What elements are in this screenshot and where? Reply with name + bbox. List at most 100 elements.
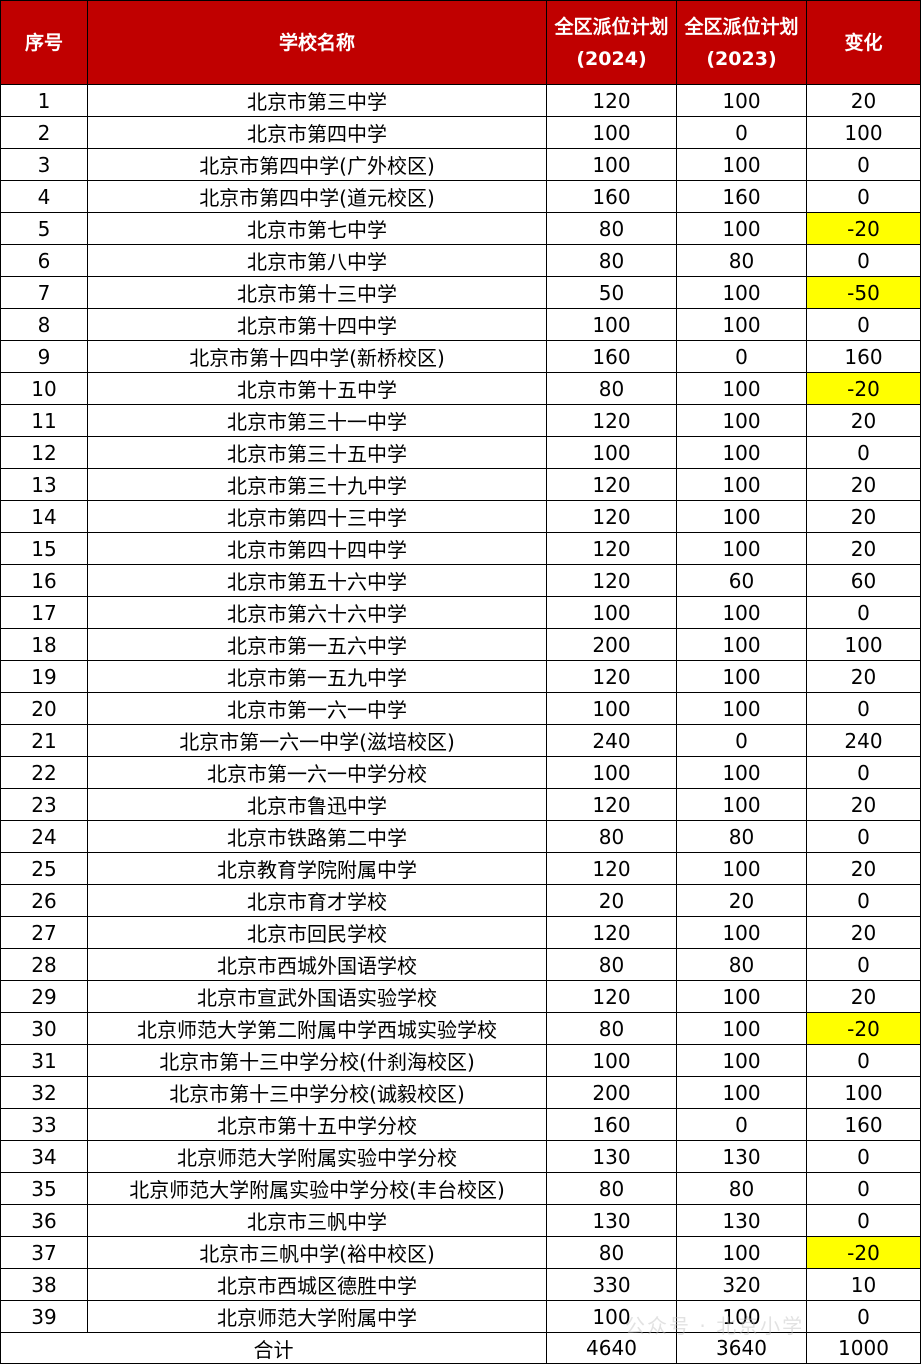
total-2024: 4640 (546, 1332, 677, 1364)
row-index: 14 (0, 500, 88, 533)
row-plan-2024: 120 (546, 500, 677, 533)
row-index: 30 (0, 1012, 88, 1045)
row-plan-2024: 120 (546, 660, 677, 693)
row-school-name: 北京市第三十一中学 (87, 404, 547, 437)
row-change: 0 (806, 1300, 921, 1333)
row-plan-2023: 100 (676, 532, 807, 565)
row-plan-2024: 200 (546, 1076, 677, 1109)
row-plan-2024: 80 (546, 948, 677, 981)
row-index: 5 (0, 212, 88, 245)
row-plan-2023: 80 (676, 244, 807, 277)
row-index: 27 (0, 916, 88, 949)
row-index: 22 (0, 756, 88, 789)
row-plan-2024: 80 (546, 372, 677, 405)
row-change: 0 (806, 596, 921, 629)
row-school-name: 北京市宣武外国语实验学校 (87, 980, 547, 1013)
row-index: 6 (0, 244, 88, 277)
row-change: 10 (806, 1268, 921, 1301)
row-change: 0 (806, 308, 921, 341)
row-index: 20 (0, 692, 88, 725)
row-change: 0 (806, 1172, 921, 1205)
row-change: 240 (806, 724, 921, 757)
row-school-name: 北京市三帆中学(裕中校区) (87, 1236, 547, 1269)
row-change: -20 (806, 1012, 921, 1045)
row-change: -20 (806, 212, 921, 245)
row-index: 12 (0, 436, 88, 469)
row-plan-2023: 320 (676, 1268, 807, 1301)
row-plan-2023: 80 (676, 948, 807, 981)
row-plan-2024: 120 (546, 788, 677, 821)
row-plan-2024: 120 (546, 564, 677, 597)
row-index: 18 (0, 628, 88, 661)
header-change: 变化 (806, 0, 921, 85)
header-school-name: 学校名称 (87, 0, 547, 85)
row-plan-2023: 100 (676, 852, 807, 885)
row-school-name: 北京师范大学附属实验中学分校 (87, 1140, 547, 1173)
row-change: 100 (806, 116, 921, 149)
row-plan-2023: 100 (676, 916, 807, 949)
row-change: 0 (806, 820, 921, 853)
row-change: 0 (806, 884, 921, 917)
row-plan-2023: 100 (676, 756, 807, 789)
row-plan-2023: 100 (676, 372, 807, 405)
row-index: 10 (0, 372, 88, 405)
row-change: 20 (806, 500, 921, 533)
row-index: 26 (0, 884, 88, 917)
row-change: 0 (806, 756, 921, 789)
row-plan-2024: 80 (546, 1236, 677, 1269)
row-index: 25 (0, 852, 88, 885)
row-index: 4 (0, 180, 88, 213)
row-school-name: 北京市铁路第二中学 (87, 820, 547, 853)
row-index: 1 (0, 84, 88, 117)
row-plan-2024: 80 (546, 1172, 677, 1205)
row-plan-2023: 100 (676, 276, 807, 309)
row-index: 31 (0, 1044, 88, 1077)
row-change: 20 (806, 404, 921, 437)
row-change: 20 (806, 980, 921, 1013)
row-school-name: 北京市西城区德胜中学 (87, 1268, 547, 1301)
row-school-name: 北京市第十三中学分校(诚毅校区) (87, 1076, 547, 1109)
row-school-name: 北京市西城外国语学校 (87, 948, 547, 981)
row-change: -50 (806, 276, 921, 309)
row-change: 20 (806, 660, 921, 693)
row-plan-2023: 100 (676, 404, 807, 437)
row-plan-2024: 80 (546, 1012, 677, 1045)
row-plan-2023: 100 (676, 1236, 807, 1269)
row-plan-2023: 100 (676, 308, 807, 341)
row-change: 20 (806, 916, 921, 949)
row-school-name: 北京市第七中学 (87, 212, 547, 245)
row-plan-2023: 100 (676, 212, 807, 245)
row-plan-2024: 100 (546, 308, 677, 341)
row-change: 0 (806, 1044, 921, 1077)
row-school-name: 北京市第一五九中学 (87, 660, 547, 693)
row-plan-2024: 80 (546, 212, 677, 245)
row-plan-2024: 200 (546, 628, 677, 661)
row-plan-2023: 100 (676, 148, 807, 181)
row-plan-2024: 240 (546, 724, 677, 757)
row-school-name: 北京市第十五中学 (87, 372, 547, 405)
row-school-name: 北京教育学院附属中学 (87, 852, 547, 885)
row-school-name: 北京市第四十四中学 (87, 532, 547, 565)
row-index: 33 (0, 1108, 88, 1141)
row-plan-2024: 130 (546, 1140, 677, 1173)
